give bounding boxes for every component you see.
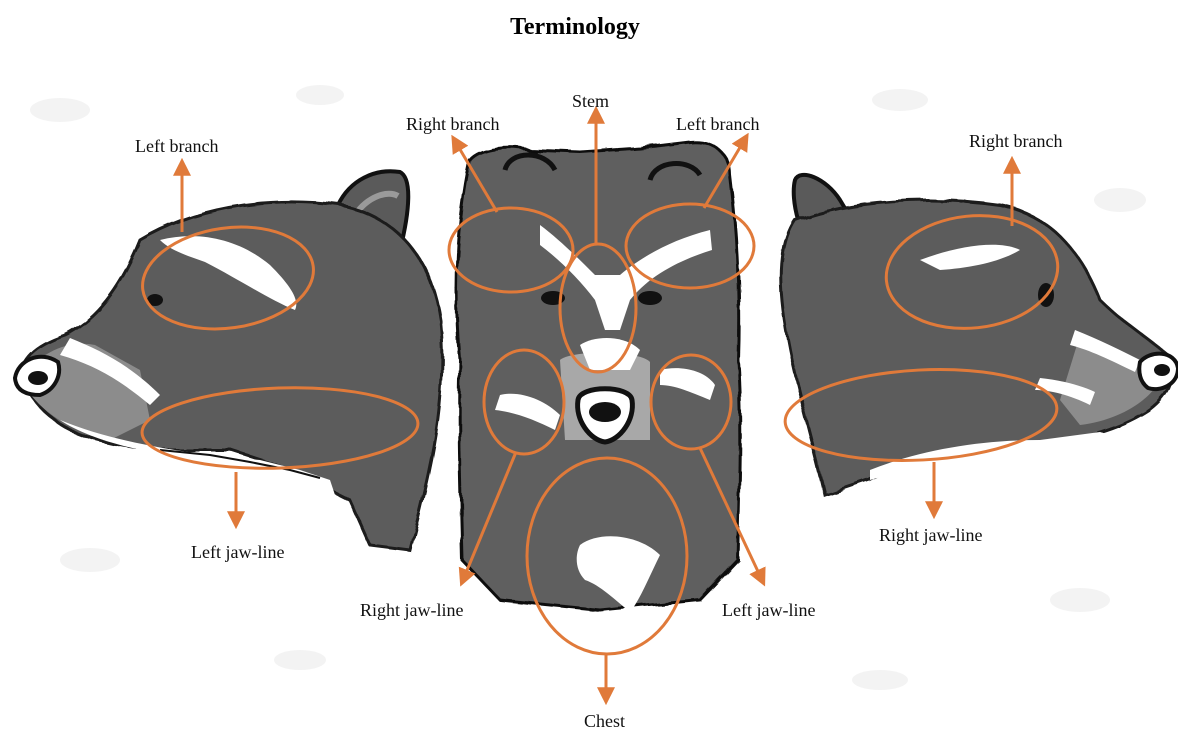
front-head (457, 142, 740, 612)
label-front-right-branch: Right branch (406, 114, 499, 134)
label-left-view-jaw: Left jaw-line (191, 542, 284, 562)
label-front-left-jaw: Left jaw-line (722, 600, 815, 620)
label-left-view-branch: Left branch (135, 136, 218, 156)
label-right-view-branch: Right branch (969, 131, 1062, 151)
label-front-stem: Stem (572, 91, 609, 111)
label-front-right-jaw: Right jaw-line (360, 600, 463, 620)
label-front-left-branch: Left branch (676, 114, 759, 134)
label-front-chest: Chest (584, 711, 625, 731)
label-right-view-jaw: Right jaw-line (879, 525, 982, 545)
right-profile-head (781, 175, 1178, 495)
